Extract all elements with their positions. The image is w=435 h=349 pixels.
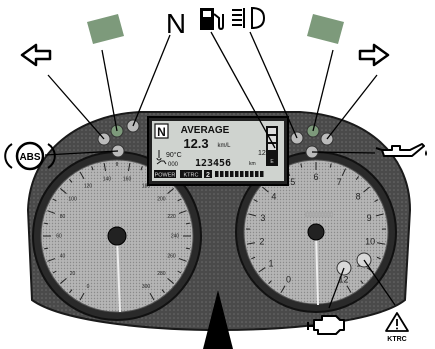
right-turn-symbol bbox=[360, 45, 388, 65]
lcd-bar-segment bbox=[215, 171, 219, 177]
lcd-temp: 90°C bbox=[166, 151, 182, 159]
lcd-power-label: POWER bbox=[155, 173, 176, 179]
speedometer-label: 280 bbox=[157, 271, 166, 277]
speedometer-label: 220 bbox=[167, 214, 176, 220]
lcd-fuel-gauge: E bbox=[266, 126, 278, 166]
lcd-bar-segment bbox=[255, 171, 259, 177]
tachometer-label: 1 bbox=[268, 259, 273, 269]
tachometer-brand-plate bbox=[305, 212, 333, 217]
speedometer-label: 200 bbox=[157, 196, 166, 202]
tachometer-label: 8 bbox=[356, 192, 361, 202]
lcd-bar-segment bbox=[235, 171, 239, 177]
speedometer-label: 20 bbox=[70, 271, 76, 277]
tachometer-label: 0 bbox=[286, 275, 291, 285]
tachometer-label: 6 bbox=[313, 172, 318, 182]
left-turn-symbol bbox=[22, 45, 50, 65]
fuel-icon bbox=[200, 8, 223, 30]
ktrc-warning-icon: KTRC bbox=[386, 313, 408, 343]
ktrc-icon-label: KTRC bbox=[387, 336, 406, 343]
lcd-gear-indicator: N bbox=[157, 125, 166, 139]
lcd-mode-value: 12.3 bbox=[183, 136, 208, 151]
speedometer-tick bbox=[186, 248, 190, 249]
lcd-display: N AVERAGE 12.3 km/L 90°C 12: 000 123456 … bbox=[148, 117, 288, 185]
tachometer-label: 4 bbox=[271, 192, 276, 202]
neutral-symbol: N bbox=[166, 8, 186, 39]
lcd-odometer-unit: km bbox=[249, 161, 256, 167]
green-indicator-left-symbol bbox=[87, 14, 124, 44]
speedometer-label: 0 bbox=[87, 284, 90, 290]
lcd-bar-segment bbox=[230, 171, 234, 177]
speedometer-tick bbox=[44, 248, 48, 249]
lcd-mode-label: AVERAGE bbox=[181, 125, 230, 136]
speedometer-label: 160 bbox=[123, 177, 132, 183]
speedometer-label: 40 bbox=[60, 254, 66, 260]
speedometer-label: 80 bbox=[60, 214, 66, 220]
lcd-bar-segment bbox=[240, 171, 244, 177]
green-indicator-right-symbol bbox=[307, 14, 344, 44]
tachometer-label: 3 bbox=[260, 213, 265, 223]
tachometer-label: 10 bbox=[365, 237, 375, 247]
lcd-bar-segment bbox=[250, 171, 254, 177]
lcd-bar-segment bbox=[220, 171, 224, 177]
tachometer-label: 2 bbox=[259, 237, 264, 247]
lcd-mode-unit: km/L bbox=[217, 143, 231, 149]
tachometer-label: 9 bbox=[367, 213, 372, 223]
lcd-odometer: 123456 bbox=[195, 158, 231, 169]
lcd-ktrc-label: KTRC bbox=[184, 173, 199, 179]
speedometer-label: 300 bbox=[142, 284, 151, 290]
lcd-bar-segment bbox=[260, 171, 264, 177]
lcd-bar-segment bbox=[245, 171, 249, 177]
lcd-trip: 000 bbox=[168, 162, 179, 168]
speedometer-label: 100 bbox=[68, 196, 77, 202]
speedometer-label: 240 bbox=[171, 234, 180, 240]
high-beam-icon bbox=[232, 8, 264, 28]
lcd-bar-segment bbox=[225, 171, 229, 177]
speedometer-tick bbox=[186, 223, 190, 224]
tachometer-label: 5 bbox=[290, 177, 295, 187]
speedometer-label: 260 bbox=[167, 254, 176, 260]
speedometer-label: 120 bbox=[84, 183, 93, 189]
speedometer-label: 140 bbox=[103, 177, 112, 183]
abs-icon-label: ABS bbox=[19, 152, 40, 163]
speedometer-label: 60 bbox=[56, 234, 62, 240]
speedometer-tick bbox=[44, 223, 48, 224]
tachometer-label: 7 bbox=[337, 177, 342, 187]
lcd-ktrc-mode: 2 bbox=[206, 172, 210, 179]
